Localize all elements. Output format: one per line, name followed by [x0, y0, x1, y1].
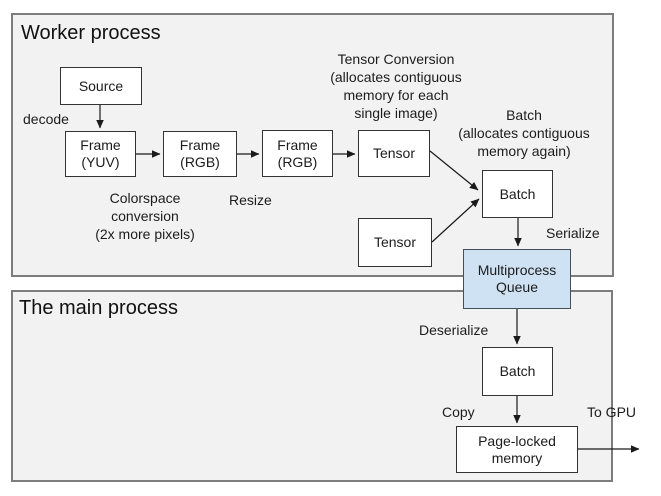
node-batch-worker-label: Batch: [499, 185, 536, 202]
worker-process-title: Worker process: [21, 22, 161, 44]
label-resize: Resize: [229, 192, 272, 208]
node-tensor-bottom-label: Tensor: [373, 234, 417, 250]
node-multiprocess-queue-label: Multiprocess Queue: [477, 262, 557, 295]
node-tensor-bottom: Tensor: [358, 218, 432, 267]
node-batch-main-label: Batch: [499, 363, 536, 379]
label-serialize: Serialize: [546, 225, 600, 241]
label-colorspace-conversion: Colorspace conversion (2x more pixels): [95, 190, 195, 242]
node-multiprocess-queue: Multiprocess Queue: [463, 249, 571, 309]
node-source-label: Source: [78, 77, 124, 94]
node-tensor-top: Tensor: [358, 130, 430, 177]
node-frame-yuv: Frame (YUV): [65, 131, 136, 177]
node-frame-rgb-1: Frame (RGB): [163, 131, 237, 177]
node-tensor-top-label: Tensor: [372, 145, 416, 161]
label-batch-note: Batch (allocates contiguous memory again…: [458, 107, 590, 159]
node-frame-rgb-2-label: Frame (RGB): [277, 136, 318, 170]
label-copy: Copy: [442, 404, 475, 420]
node-page-locked-memory: Page-locked memory: [456, 426, 578, 473]
node-frame-rgb-1-label: Frame (RGB): [179, 137, 221, 170]
node-frame-yuv-label: Frame (YUV): [80, 137, 121, 170]
node-source: Source: [60, 67, 142, 105]
node-batch-worker: Batch: [482, 170, 553, 218]
label-tensor-conversion: Tensor Conversion (allocates contiguous …: [330, 51, 462, 121]
label-decode: decode: [23, 111, 69, 127]
label-to-gpu: To GPU: [587, 404, 637, 420]
node-page-locked-memory-label: Page-locked memory: [478, 432, 556, 466]
label-deserialize: Deserialize: [419, 322, 489, 338]
main-process-title: The main process: [19, 297, 178, 319]
node-frame-rgb-2: Frame (RGB): [262, 130, 333, 177]
node-batch-main: Batch: [482, 347, 553, 396]
